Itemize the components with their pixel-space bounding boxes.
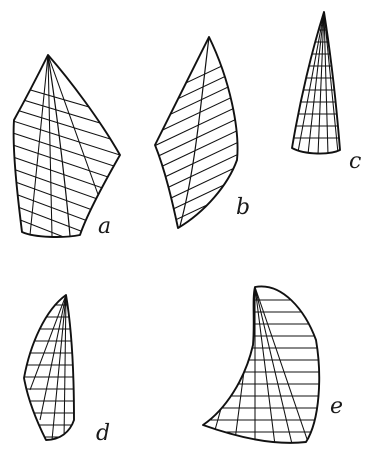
label-a: a [98, 214, 111, 239]
shell-d [20, 295, 80, 440]
label-d: d [96, 421, 110, 446]
label-b: b [236, 195, 250, 220]
shell-c [290, 12, 345, 155]
label-e: e [330, 394, 343, 419]
label-c: c [349, 149, 361, 174]
shell-e [200, 286, 330, 445]
shell-b [150, 37, 245, 244]
